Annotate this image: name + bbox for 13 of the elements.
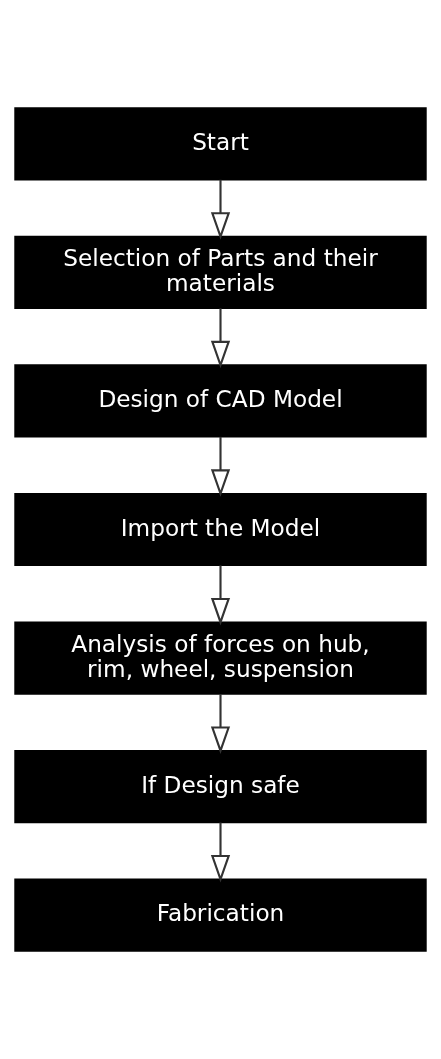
arrow	[210, 694, 231, 754]
arrow	[210, 436, 231, 497]
arrow	[210, 179, 231, 240]
node-box: Fabrication	[14, 878, 427, 952]
node-box: Start	[14, 107, 427, 181]
arrow	[210, 308, 231, 369]
arrow	[210, 565, 231, 626]
node-box: Design of CAD Model	[14, 364, 427, 438]
node-box: If Design safe	[14, 750, 427, 824]
node-box: Selection of Parts and their materials	[14, 235, 427, 309]
arrow	[210, 822, 231, 883]
node-box: Import the Model	[14, 492, 427, 567]
node-box: Analysis of forces on hub, rim, wheel, suspension	[14, 621, 427, 695]
